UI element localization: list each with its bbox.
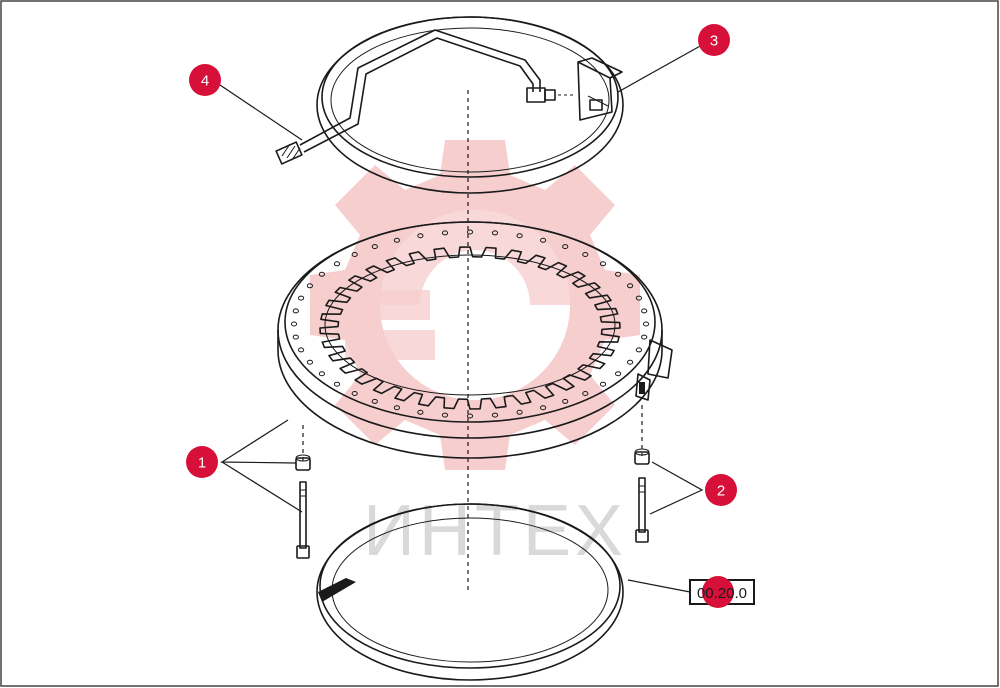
bolt-hole [466,229,474,235]
bolt-hole [351,391,358,396]
bolt-hole [393,405,400,411]
gear-logo-icon [310,140,640,470]
bolt-hole [417,233,424,239]
bolt-left [295,425,311,559]
callout-4[interactable]: 4 [189,64,221,96]
part-code-label[interactable]: 00.20.0 [689,576,755,608]
svg-text:3: 3 [710,33,718,50]
watermark: ИНТЕХ [310,140,640,571]
bolt-hole [627,359,634,365]
bolt-hole [318,371,325,377]
callout-1[interactable]: 1 [186,446,218,478]
watermark-text: ИНТЕХ [363,491,627,571]
bolt-hole [582,252,589,257]
lower-split-ring [316,503,624,681]
bolt-hole [333,261,341,267]
svg-text:4: 4 [201,73,209,90]
bolt-hole [615,271,622,277]
bolt-hole [615,371,622,377]
pipe-elbow-connector [526,87,576,103]
bolt-hole [441,412,449,418]
bolt-hole [333,381,341,387]
bolt-hole [351,252,358,257]
bolt-hole [540,405,547,411]
lubrication-pipe [275,29,541,165]
bolt-hole [417,409,424,415]
bolt-hole [441,230,449,236]
leader-lines [219,44,704,593]
upper-seal-ring [316,16,624,194]
bolt-hole [491,412,499,418]
bolt-hole [627,283,634,289]
callout-2[interactable]: 2 [705,474,737,506]
bolt-right [634,405,650,543]
bolt-hole [298,295,305,301]
ring-notch [635,339,673,401]
bolt-hole [290,321,298,327]
bolt-hole [635,347,643,353]
bolt-hole [582,391,589,396]
bolt-hole [635,295,643,301]
svg-text:2: 2 [717,483,725,500]
bolt-hole [562,398,569,404]
ring-bolt-holes [290,229,650,419]
bolt-hole [642,321,650,327]
toothed-slewing-ring [277,221,673,459]
part-code-text: 00.20.0 [697,585,747,602]
bolt-hole [562,244,569,250]
bolt-hole [393,237,400,243]
bolt-hole [641,308,648,314]
pipe-fitting-nut [275,141,303,165]
callout-3[interactable]: 3 [698,24,730,56]
bolt-hole [371,244,378,250]
bolt-hole [318,271,325,277]
bolt-hole [292,308,299,314]
bolt-hole [491,230,499,236]
bolt-hole [516,233,523,239]
bolt-hole [306,359,313,365]
bolt-hole [540,237,547,243]
bolt-hole [292,334,299,340]
bolt-hole [599,381,607,387]
bolt-hole [641,334,648,340]
bolt-hole [599,261,607,267]
bolt-hole [516,409,523,415]
internal-gear-teeth [319,246,621,410]
svg-text:1: 1 [198,455,206,472]
bolt-hole [306,283,313,289]
bolt-hole [371,398,378,404]
mounting-bracket [577,57,623,121]
bolt-hole [466,413,474,419]
bolt-hole [298,347,305,353]
